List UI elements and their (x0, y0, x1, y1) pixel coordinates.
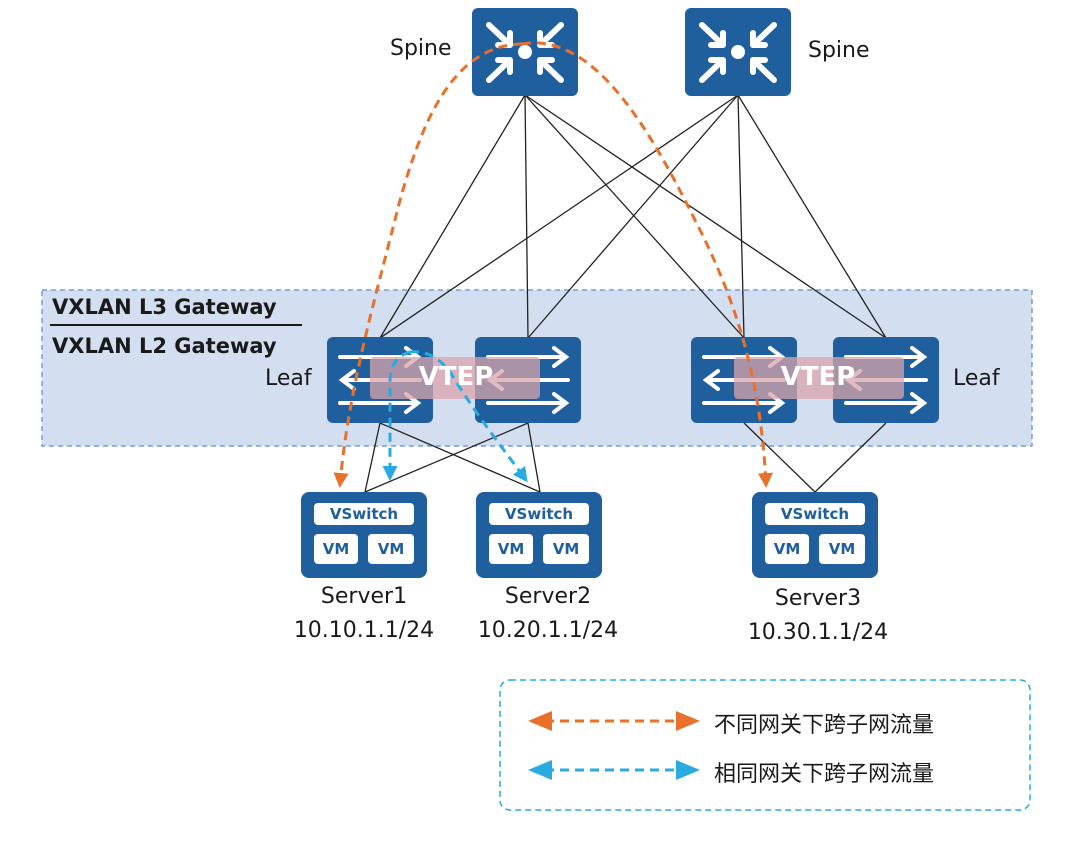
spine-label-right: Spine (808, 38, 870, 63)
vtep-band-left (370, 357, 540, 399)
spine-label-left: Spine (390, 36, 452, 61)
gateway-l2-label: VXLAN L2 Gateway (52, 334, 277, 358)
server1-ip: 10.10.1.1/24 (293, 618, 435, 643)
server2-ip: 10.20.1.1/24 (477, 618, 619, 643)
vm-badge: VM (314, 534, 358, 564)
vm-badge: VM (489, 534, 533, 564)
spine-router-icon (699, 22, 777, 83)
server3-name: Server3 (774, 586, 862, 611)
vm-badge: VM (543, 534, 589, 564)
orange-flow-to-server1 (333, 42, 523, 488)
vtep-label-left: VTEP (418, 362, 494, 392)
server2-name: Server2 (504, 584, 592, 609)
vtep-label-right: VTEP (780, 362, 856, 392)
spine-leaf-links (379, 94, 887, 339)
blue-flow-to-server1 (382, 350, 411, 481)
spine-switch-right (685, 8, 791, 96)
orange-flow-to-server3 (521, 41, 773, 488)
legend-label-different-gateway: 不同网关下跨子网流量 (714, 713, 935, 738)
vswitch-badge: VSwitch (765, 503, 865, 525)
vm-badge: VM (765, 534, 809, 564)
vswitch-badge: VSwitch (489, 503, 589, 525)
server1-name: Server1 (320, 584, 408, 609)
legend-box (499, 679, 1031, 811)
gateway-l3-label: VXLAN L3 Gateway (52, 295, 277, 319)
blue-flow-to-server2 (409, 350, 528, 483)
vm-badge: VM (819, 534, 865, 564)
spine-switch-left (472, 8, 578, 96)
leaf-label-left: Leaf (265, 366, 312, 391)
leaf-label-right: Leaf (953, 366, 1000, 391)
server3-ip: 10.30.1.1/24 (747, 620, 889, 645)
vm-badge: VM (368, 534, 414, 564)
legend-blue-arrow-icon (528, 760, 700, 780)
vtep-band-right (734, 357, 904, 399)
legend-orange-arrow-icon (528, 711, 700, 731)
legend-label-same-gateway: 相同网关下跨子网流量 (714, 762, 935, 787)
vswitch-badge: VSwitch (314, 503, 414, 525)
